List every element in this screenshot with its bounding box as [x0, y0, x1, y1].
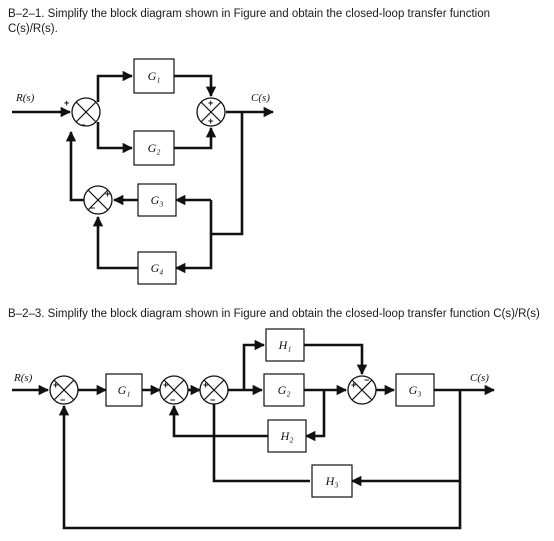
diagram-b-2-3: + − + − + − + − G₁: [12, 328, 496, 530]
d1-output-label: C(s): [251, 92, 270, 104]
d2-output-label: C(s): [470, 372, 489, 384]
d1-to-g2: [96, 122, 134, 154]
d2-s3-plus-sign: +: [203, 380, 208, 390]
d1-sj2-bottom-plus-sign: +: [208, 116, 213, 126]
d2-block-g3-label: G₃: [409, 383, 422, 397]
d2-s4-minus-sign: −: [364, 375, 369, 385]
d2-block-h1: H₁: [265, 328, 305, 362]
d2-block-g3: G₃: [395, 373, 435, 407]
d2-to-h1: [242, 339, 266, 390]
d2-s2-plus-sign: +: [163, 380, 168, 390]
d2-h2-to-s2: [168, 404, 268, 438]
d2-block-h1-label: H₁: [278, 338, 292, 352]
d1-to-g4: [174, 200, 213, 274]
d1-block-g4: G₄: [137, 251, 177, 285]
d2-block-g1: G₁: [105, 373, 143, 407]
d1-summing-junction-1: + −: [64, 97, 101, 130]
d1-summing-junction-3: + −: [83, 185, 113, 215]
d1-sj1-minus-sign: −: [80, 120, 85, 130]
d1-g4-to-sum: [92, 215, 138, 270]
d2-summing-junction-2: + −: [159, 375, 189, 405]
d2-block-g2-label: G₂: [278, 383, 291, 397]
d2-s2-minus-sign: −: [170, 395, 175, 405]
d1-feedback-to-sum1: [65, 130, 84, 202]
d2-block-h2: H₂: [267, 419, 307, 453]
d2-block-g2: G₂: [263, 373, 305, 407]
d2-unity-feedback: [58, 404, 462, 530]
d1-g2-to-sum: [174, 126, 217, 150]
d2-s1-minus-sign: −: [60, 395, 65, 405]
d1-summing-junction-2: + +: [196, 97, 226, 127]
d2-summing-junction-1: + −: [49, 375, 79, 405]
d1-block-g1-label: G₁: [148, 69, 161, 83]
d2-s4-plus-sign: +: [351, 380, 356, 390]
d2-block-h3: H₃: [311, 464, 353, 498]
diagram1-wires: [12, 70, 275, 274]
d1-sj1-plus-sign: +: [64, 98, 69, 108]
d2-block-g1-label: G₁: [118, 383, 131, 397]
d2-s3-minus-sign: −: [210, 395, 215, 405]
d1-sj3-plus-sign: +: [105, 189, 110, 199]
d2-block-h2-label: H₂: [280, 429, 294, 443]
d2-input-label: R(s): [13, 372, 33, 384]
d2-s1-plus-sign: +: [53, 380, 58, 390]
problem-b-2-1-text: B–2–1. Simplify the block diagram shown …: [8, 8, 490, 35]
d1-block-g2: G₂: [133, 130, 175, 166]
d2-summing-junction-4: + −: [347, 375, 377, 405]
d1-sj2-top-plus-sign: +: [208, 98, 213, 108]
d2-block-h3-label: H₃: [325, 474, 339, 488]
d2-h3-to-s3: [212, 406, 310, 483]
d1-block-g3-label: G₃: [151, 193, 164, 207]
d1-to-g1: [96, 70, 134, 102]
d1-sj3-minus-sign: −: [90, 203, 95, 213]
diagram-b-2-1: + − + + + − G₁ G₂ G₃: [12, 58, 275, 285]
d1-feedback-trunk: [211, 112, 244, 236]
problem-b-2-3-text: B–2–3. Simplify the block diagram shown …: [8, 308, 540, 320]
d1-block-g1: G₁: [133, 58, 175, 94]
d1-block-g4-label: G₄: [151, 261, 164, 275]
d1-block-g3: G₃: [137, 183, 177, 217]
d2-to-h2: [304, 390, 326, 442]
diagram2-wires: [12, 339, 496, 530]
d2-summing-junction-3: + −: [199, 375, 229, 405]
d1-g1-to-sum: [174, 74, 217, 98]
d1-input-label: R(s): [15, 92, 35, 104]
d1-block-g2-label: G₂: [148, 141, 161, 155]
d2-h1-to-s4: [304, 343, 368, 376]
